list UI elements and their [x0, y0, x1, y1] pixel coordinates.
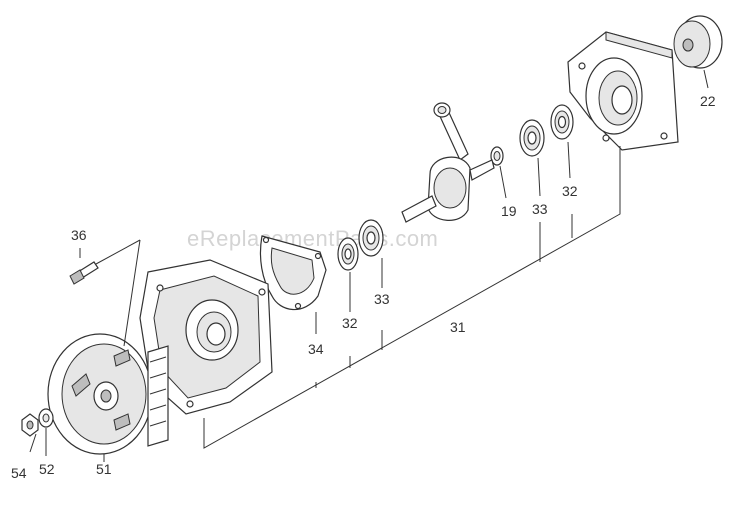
crankshaft-assembly[interactable] [401, 102, 495, 223]
part-52-washer[interactable] [38, 408, 54, 428]
part-33-bearing-upper[interactable] [519, 119, 545, 157]
part-54-nut[interactable] [21, 413, 39, 437]
crankcase-left-half[interactable] [139, 259, 273, 415]
label-32-upper: 32 [562, 183, 578, 199]
label-31: 31 [450, 319, 466, 335]
label-19: 19 [501, 203, 517, 219]
crankcase-right-half[interactable] [567, 31, 679, 151]
part-36-bolt[interactable] [69, 261, 99, 285]
part-32-bearing-lower[interactable] [337, 237, 359, 271]
label-34: 34 [308, 341, 324, 357]
part-34-gasket[interactable] [259, 235, 327, 311]
watermark-text: eReplacementParts.com [187, 226, 438, 251]
label-33-lower: 33 [374, 291, 390, 307]
leader-lines [29, 69, 709, 462]
part-51-flywheel[interactable] [47, 333, 169, 455]
label-52: 52 [39, 461, 55, 477]
part-33-bearing-lower[interactable] [358, 219, 384, 257]
label-22: 22 [700, 93, 716, 109]
part-22-cap[interactable] [673, 15, 723, 69]
part-32-bearing-upper[interactable] [550, 104, 574, 140]
part-31-bracket [203, 146, 621, 449]
part-19-washer[interactable] [490, 146, 504, 166]
label-54: 54 [11, 465, 27, 481]
label-51: 51 [96, 461, 112, 477]
label-32-lower: 32 [342, 315, 358, 331]
label-33-upper: 33 [532, 201, 548, 217]
label-36: 36 [71, 227, 87, 243]
